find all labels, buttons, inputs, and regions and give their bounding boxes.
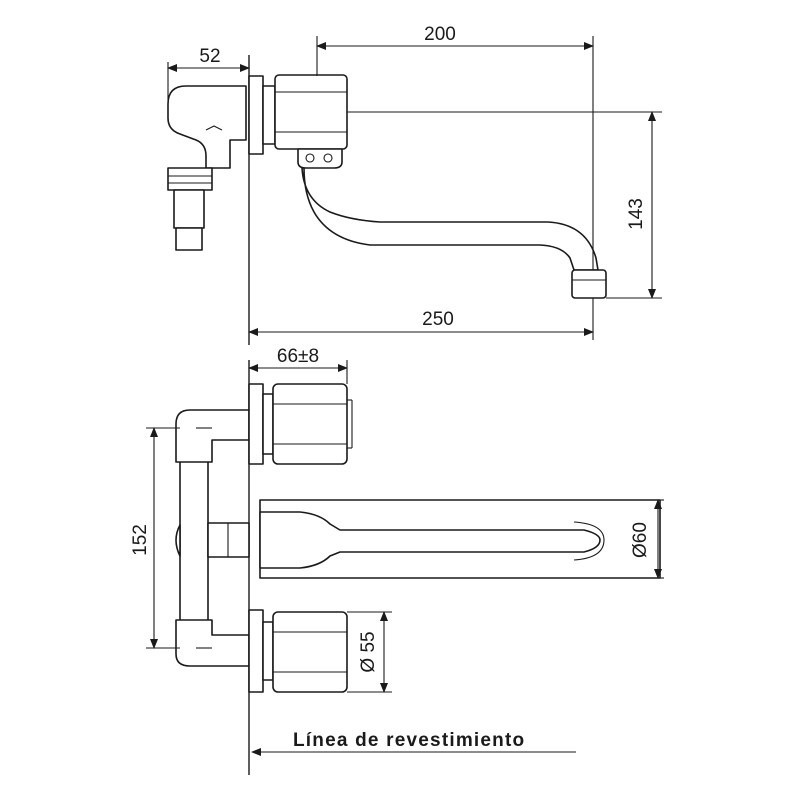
dim-label-52: 52 <box>199 46 220 67</box>
handle-lower <box>272 611 348 693</box>
escutcheon-ring-side <box>262 85 276 145</box>
dim-label-152: 152 <box>130 524 151 556</box>
escutcheon-lower <box>248 609 264 693</box>
finish-line-label: Línea de revestimiento <box>293 730 525 751</box>
inlet-elbow-side <box>167 85 247 251</box>
dim-label-143: 143 <box>626 198 647 230</box>
dim-label-66: 66±8 <box>277 346 319 367</box>
supply-pipe <box>179 454 209 628</box>
top-dimensions: 52 200 143 250 <box>167 24 662 340</box>
dim-label-250: 250 <box>422 309 454 330</box>
bottom-dimensions: 66±8 152 Ø60 Ø 55 <box>130 346 664 693</box>
aerator-side <box>571 269 607 299</box>
side-view <box>167 55 607 345</box>
dim-label-200: 200 <box>424 24 456 45</box>
plan-view <box>175 360 661 775</box>
escutcheon-side <box>248 75 264 155</box>
dim-label-d60: Ø60 <box>630 522 651 558</box>
spout-side <box>301 167 599 271</box>
escutcheon-upper <box>248 383 264 465</box>
valve-body-side <box>274 74 348 150</box>
dim-label-d55: Ø 55 <box>358 631 379 672</box>
handle-upper <box>272 383 348 465</box>
